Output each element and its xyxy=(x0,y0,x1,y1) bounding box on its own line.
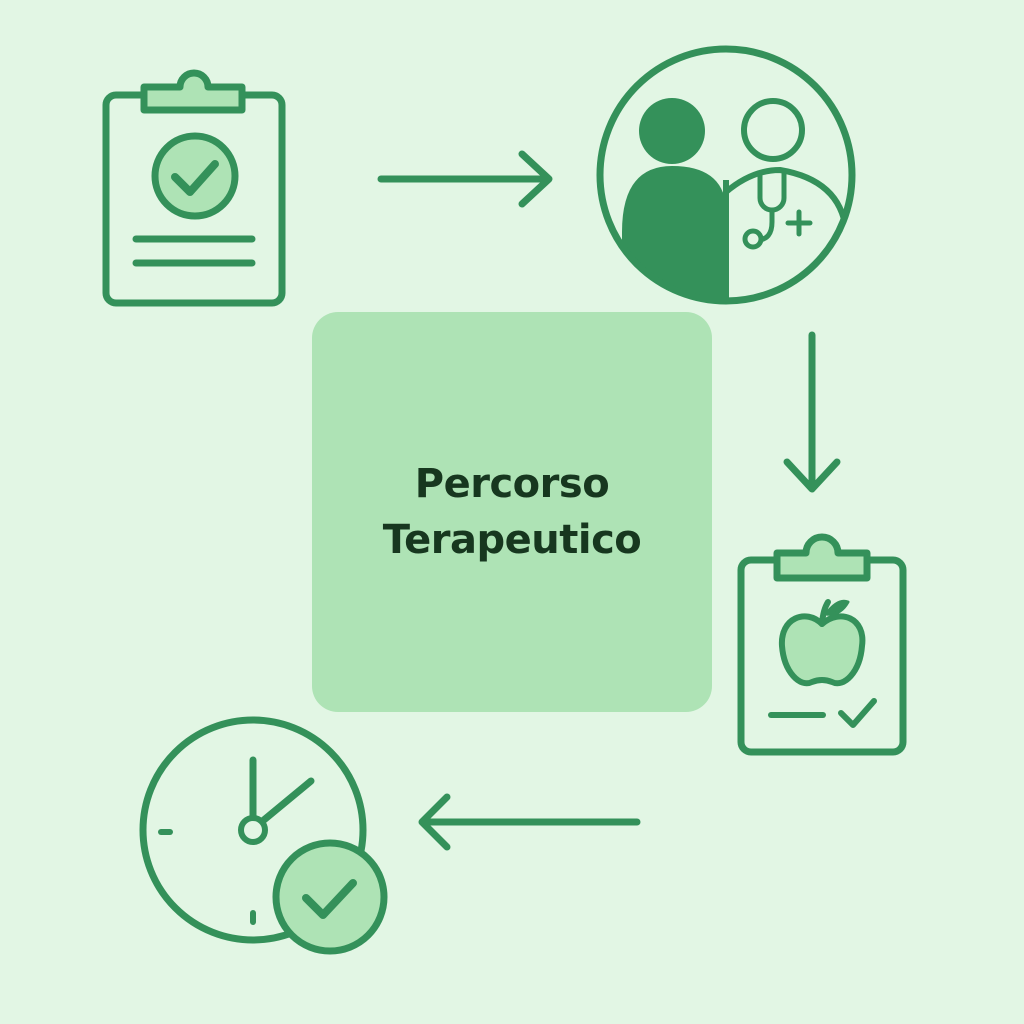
clipboard-apple-icon xyxy=(735,525,910,760)
arrow-left-icon xyxy=(412,792,648,852)
center-title-line-1: Percorso xyxy=(414,461,610,507)
patient-doctor-icon xyxy=(590,40,870,320)
clipboard-check-icon xyxy=(100,60,290,310)
arrow-right-icon xyxy=(372,150,562,210)
arrow-down-icon xyxy=(780,325,844,500)
center-title-line-2: Terapeutico xyxy=(382,517,642,563)
clock-check-icon xyxy=(135,715,395,955)
center-title-box: Percorso Terapeutico xyxy=(312,312,712,712)
